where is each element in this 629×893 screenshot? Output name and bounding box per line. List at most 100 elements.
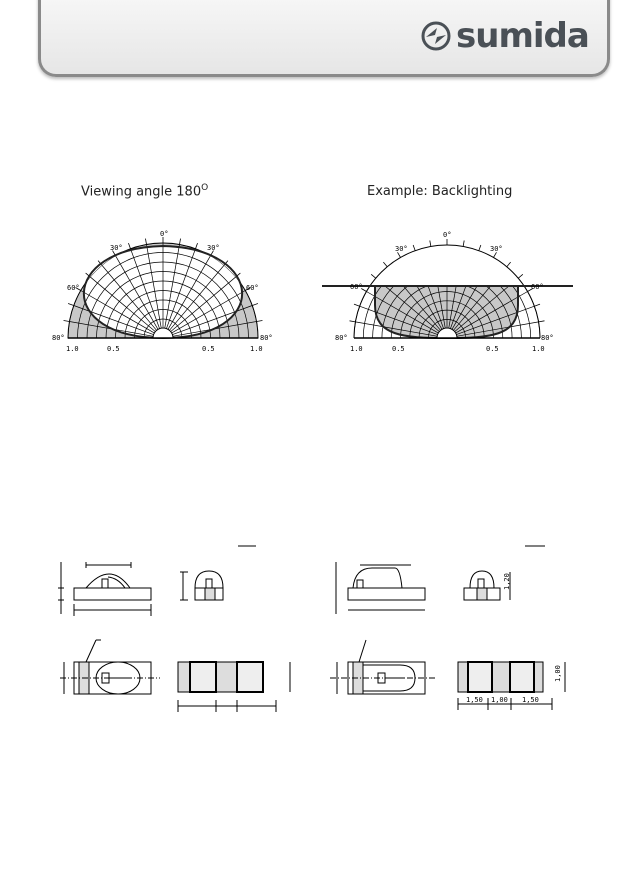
grid-radial [165, 248, 196, 331]
grid-radial [101, 265, 159, 333]
svg-text:1.0: 1.0 [66, 345, 79, 353]
pad-dimension-2: 1,50 [522, 696, 539, 704]
angle-tick [353, 303, 360, 307]
led-drawing-left [58, 545, 291, 712]
grid-radial [170, 305, 253, 336]
svg-text:60°: 60° [531, 283, 544, 291]
svg-text:0.5: 0.5 [392, 345, 405, 353]
grid-radial [73, 305, 156, 336]
gap-dimension: 1,00 [491, 696, 508, 704]
grid-radial [450, 286, 478, 332]
grid-radial [359, 305, 441, 336]
angle-tick [252, 303, 259, 306]
polar-labels-left: 0° 30° 30° 60° 60° 80° 80° 1.0 0.5 0.5 1… [52, 230, 273, 353]
pad-dimension-1: 1,50 [466, 696, 483, 704]
angle-tick [63, 320, 70, 322]
grid-radial [449, 286, 467, 332]
svg-text:0.5: 0.5 [107, 345, 120, 353]
sumida-logo: sumida [420, 16, 590, 56]
angle-tick [517, 274, 524, 279]
svg-text:0°: 0° [160, 230, 168, 238]
svg-text:30°: 30° [395, 245, 408, 253]
svg-text:0°: 0° [443, 231, 451, 239]
polar-chart-backlighting [322, 239, 573, 340]
svg-text:60°: 60° [350, 283, 363, 291]
grid-circle [372, 286, 522, 339]
grid-radial [452, 286, 510, 334]
grid-radial [163, 244, 180, 331]
polar-chart-viewing-angle [63, 237, 263, 340]
grid-radial [168, 276, 236, 334]
chart-title-viewing-angle: Viewing angle 180O [81, 183, 209, 200]
svg-text:80°: 80° [52, 334, 65, 342]
angle-tick [397, 252, 401, 258]
angle-tick [370, 274, 377, 279]
angle-tick [361, 288, 367, 292]
angle-tick [462, 240, 465, 247]
grid-radial [169, 290, 246, 335]
led-origin [152, 327, 174, 339]
angle-tick [75, 287, 81, 291]
angle-tick [493, 252, 497, 258]
grid-circle [390, 286, 504, 339]
grid-radial [447, 286, 457, 331]
svg-text:80°: 80° [335, 334, 348, 342]
angle-tick [195, 242, 198, 249]
grid-radial [454, 321, 539, 338]
grid-radial [90, 276, 158, 334]
svg-text:30°: 30° [110, 244, 123, 252]
svg-text:30°: 30° [207, 244, 220, 252]
angle-tick [538, 320, 545, 323]
angle-tick [534, 303, 541, 307]
svg-text:80°: 80° [260, 334, 273, 342]
grid-radial [437, 286, 447, 331]
angle-tick [128, 242, 131, 249]
polar-labels-right: 0° 30° 30° 60° 60° 80° 80° 1.0 0.5 0.5 1… [335, 231, 554, 353]
grid-radial [453, 305, 535, 336]
grid-radial [130, 248, 161, 331]
angle-tick [349, 320, 356, 323]
grid-radial [453, 291, 528, 335]
grid-radial [402, 286, 443, 333]
angle-tick [383, 261, 388, 268]
grid-circle [362, 286, 532, 339]
grid-radial [166, 255, 211, 332]
angle-tick [478, 244, 482, 251]
svg-text:60°: 60° [67, 284, 80, 292]
angle-tick [527, 288, 533, 292]
svg-text:0.5: 0.5 [486, 345, 499, 353]
polar-grid [353, 286, 541, 339]
polar-grid [68, 243, 258, 338]
angle-tick [67, 303, 74, 306]
svg-text:1.0: 1.0 [532, 345, 545, 353]
angle-tick [179, 238, 181, 245]
chart-title-backlighting: Example: Backlighting [367, 184, 513, 199]
radiation-pattern-curve [82, 244, 244, 340]
grid-radial [115, 255, 160, 332]
header-banner [38, 0, 610, 77]
angle-tick [145, 238, 147, 245]
svg-text:80°: 80° [541, 334, 554, 342]
svg-text:60°: 60° [246, 284, 259, 292]
svg-text:30°: 30° [490, 245, 503, 253]
angle-tick [506, 261, 511, 268]
angle-tick [429, 240, 432, 247]
angle-tick [412, 244, 416, 251]
sumida-logo-icon [421, 21, 451, 51]
grid-radial [355, 321, 440, 338]
grid-radial [167, 265, 225, 333]
grid-radial [451, 286, 492, 333]
grid-radial [416, 286, 444, 332]
grid-circle [353, 286, 541, 339]
grid-radial [427, 286, 445, 332]
angle-tick [256, 320, 263, 322]
grid-radial [384, 286, 442, 334]
grid-radial [146, 244, 163, 331]
grid-radial [366, 291, 441, 335]
grid-radial [80, 290, 157, 335]
svg-text:0.5: 0.5 [202, 345, 215, 353]
svg-text:1.0: 1.0 [250, 345, 263, 353]
angle-tick [245, 287, 251, 291]
